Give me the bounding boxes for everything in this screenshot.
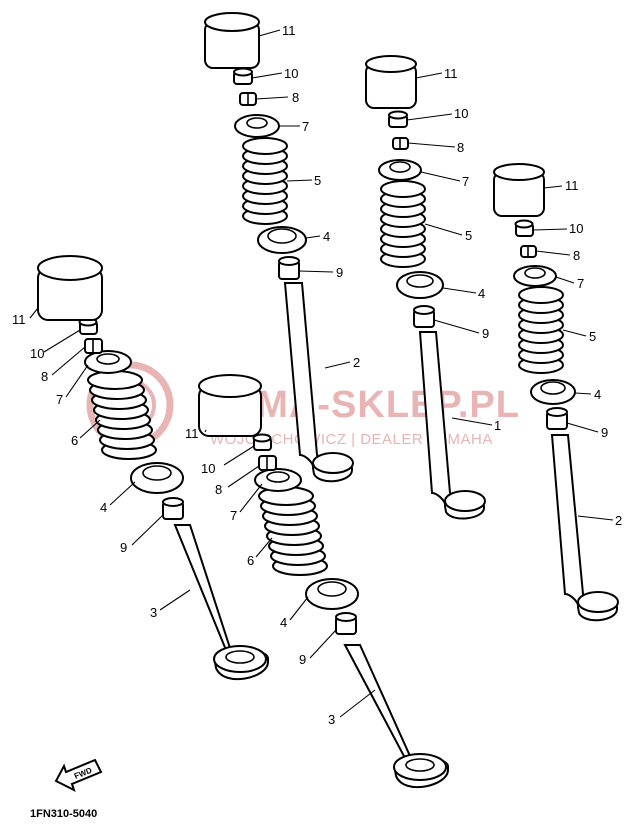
callout-b1-seal: 9 — [120, 540, 127, 555]
valve-cotter-a1 — [239, 92, 257, 106]
adjusting-pad-a2 — [388, 110, 408, 128]
callout-b1-pad: 10 — [30, 346, 44, 361]
callout-b1-retainer: 7 — [56, 392, 63, 407]
valve-cotter-b1 — [84, 338, 103, 354]
callout-a3-seal: 9 — [601, 425, 608, 440]
adjusting-pad-a3 — [514, 219, 534, 237]
callout-b2-pad: 10 — [201, 461, 215, 476]
watermark-subtitle: WOJCIECHOWICZ | DEALER YAMAHA — [210, 431, 493, 448]
callout-a3-lifter: 11 — [565, 178, 579, 193]
valve-seal-a3 — [546, 407, 568, 430]
callout-b1-spring: 6 — [71, 433, 78, 448]
callout-b1-valve: 3 — [150, 605, 157, 620]
spring-seat-a3 — [530, 379, 576, 405]
valve-lifter-a2 — [365, 55, 417, 109]
valve-b1 — [173, 524, 269, 681]
callout-lines-b1 — [29, 307, 191, 611]
valve-seal-b1 — [162, 497, 184, 520]
valve-b2 — [343, 644, 449, 789]
callout-a3-cotter: 8 — [573, 248, 580, 263]
valve-assembly-b2: 11 10 8 7 6 4 9 3 — [185, 374, 449, 789]
callout-a3-retainer: 7 — [577, 276, 584, 291]
valve-cotter-a3 — [520, 245, 537, 258]
valve-assembly-a1: 11 10 8 7 5 4 9 2 — [204, 12, 360, 483]
callout-b2-valve: 3 — [328, 712, 335, 727]
valve-spring-b2 — [258, 486, 328, 576]
callout-a1-spring: 5 — [314, 173, 321, 188]
spring-seat-b1 — [130, 462, 184, 494]
callout-b1-lifter: 11 — [12, 312, 26, 327]
callout-lines-a3 — [532, 185, 614, 521]
spring-retainer-b1 — [84, 350, 132, 374]
callout-a2-seal: 9 — [482, 326, 489, 341]
valve-assembly-b1: 11 10 8 7 6 4 9 3 — [12, 255, 269, 681]
callout-a2-lifter: 11 — [444, 66, 458, 81]
callout-b2-cotter: 8 — [215, 482, 222, 497]
valve-assembly-a2: 11 10 8 7 5 4 9 1 — [365, 55, 501, 520]
spring-retainer-a3 — [513, 265, 557, 287]
callout-a3-spring: 5 — [589, 329, 596, 344]
valve-cotter-a2 — [392, 137, 409, 150]
callout-a2-pad: 10 — [454, 106, 468, 121]
spring-seat-b2 — [305, 578, 359, 610]
spring-seat-a1 — [257, 226, 307, 254]
callout-b2-spring: 6 — [247, 553, 254, 568]
callout-a1-pad: 10 — [284, 66, 298, 81]
callout-b1-cotter: 8 — [41, 369, 48, 384]
valve-seal-a1 — [278, 256, 300, 280]
callout-b2-lifter: 11 — [185, 426, 199, 441]
spring-retainer-b2 — [254, 468, 302, 492]
callout-a1-lifter: 11 — [282, 23, 296, 38]
valve-a1 — [283, 282, 354, 483]
callout-a1-retainer: 7 — [302, 119, 309, 134]
spring-retainer-a1 — [234, 114, 280, 138]
valve-lifter-b2 — [198, 374, 262, 437]
spring-retainer-a2 — [378, 159, 422, 181]
callout-a2-cotter: 8 — [457, 140, 464, 155]
valve-spring-a2 — [380, 180, 426, 268]
callout-a2-valve: 1 — [494, 418, 501, 433]
valve-a2 — [418, 331, 486, 520]
callout-a3-valve: 2 — [615, 513, 622, 528]
valve-a3 — [550, 434, 619, 622]
callout-b2-seat: 4 — [280, 615, 287, 630]
valve-seal-b2 — [335, 612, 357, 635]
callout-b1-seat: 4 — [100, 500, 107, 515]
diagram-part-code: 1FN310-5040 — [30, 808, 97, 820]
valve-lifter-b1 — [37, 255, 103, 321]
callout-lines-a1 — [251, 29, 351, 369]
callout-a1-seal: 9 — [336, 265, 343, 280]
valve-lifter-a3 — [493, 163, 545, 217]
valve-spring-a3 — [518, 286, 564, 374]
callout-a2-spring: 5 — [465, 228, 472, 243]
adjusting-pad-b2 — [252, 433, 272, 451]
callout-a1-cotter: 8 — [292, 90, 299, 105]
callout-a1-valve: 2 — [353, 355, 360, 370]
callout-b2-retainer: 7 — [230, 508, 237, 523]
callout-a1-seat: 4 — [323, 229, 330, 244]
fwd-arrow-icon: FWD — [54, 758, 103, 792]
valve-assembly-a3: 11 10 8 7 5 4 9 2 — [493, 163, 622, 622]
callout-lines-a2 — [406, 72, 493, 426]
spring-seat-a2 — [396, 271, 444, 299]
valve-seal-a2 — [413, 305, 435, 328]
valve-spring-b1 — [87, 370, 157, 460]
callout-b2-seal: 9 — [299, 652, 306, 667]
callout-a2-retainer: 7 — [462, 174, 469, 189]
valve-cotter-b2 — [258, 455, 277, 471]
valve-lifter-a1 — [204, 12, 260, 69]
adjusting-pad-a1 — [233, 67, 253, 85]
callout-a2-seat: 4 — [478, 286, 485, 301]
callout-lines-b2 — [204, 429, 376, 718]
valve-spring-a1 — [242, 137, 288, 225]
callout-a3-seat: 4 — [594, 387, 601, 402]
callout-a3-pad: 10 — [569, 221, 583, 236]
